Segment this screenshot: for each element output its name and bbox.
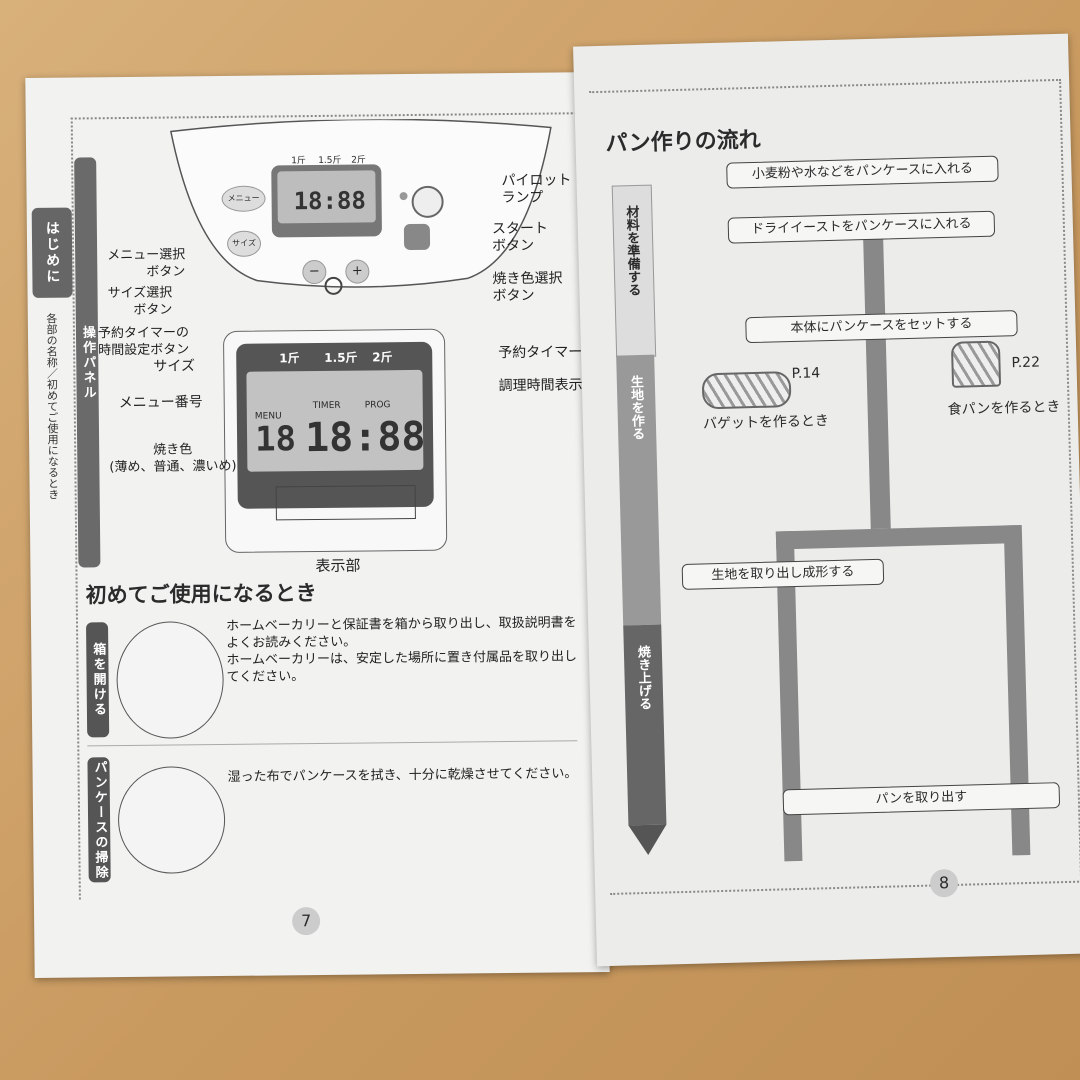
- step1-text: ホームベーカリーと保証書を箱から取り出し、取扱説明書をよくお読みください。 ホー…: [225, 615, 578, 685]
- small-display: 18:88: [271, 164, 382, 238]
- label-pilot-lamp: パイロット ランプ: [501, 172, 572, 207]
- small-size-2: 2斤: [351, 155, 366, 166]
- label-size: サイズ: [153, 358, 196, 375]
- section-tab: はじめに: [31, 207, 73, 298]
- label-start: スタート ボタン: [491, 220, 548, 255]
- bread-label: 食パンを作るとき: [947, 399, 1061, 418]
- baguette-icon: [701, 371, 792, 410]
- label-cook-time: 調理時間表示: [498, 377, 583, 395]
- clean-case-illustration: [117, 765, 226, 875]
- start-button[interactable]: [411, 185, 444, 218]
- label-bake-color-select: 焼き色選択 ボタン: [492, 270, 563, 305]
- small-size-1: 1斤: [291, 156, 306, 167]
- large-size-1: 1斤: [279, 351, 300, 366]
- small-size-15: 1.5斤: [318, 155, 342, 166]
- label-menu-select: メニュー選択 ボタン: [107, 247, 186, 280]
- label-display: 表示部: [315, 556, 361, 576]
- bake-color-button[interactable]: [403, 223, 431, 251]
- phase-arrow-head: [628, 824, 668, 856]
- phase3-label: 焼き上げる: [634, 644, 652, 711]
- step1-tab: 箱を開ける: [86, 622, 110, 738]
- step-shape: 生地を取り出し成形する: [681, 558, 885, 590]
- flow-title: パン作りの流れ: [605, 127, 761, 157]
- phase1-label: 材料を準備する: [623, 204, 641, 297]
- large-time-digits: 18:88: [304, 413, 426, 462]
- step2-tab: パンケースの掃除: [87, 757, 111, 883]
- bread-ref: P.22: [1011, 354, 1041, 372]
- baguette-label: バゲットを作るとき: [702, 413, 830, 433]
- baguette-ref: P.14: [791, 365, 821, 383]
- bake-color-icons: [275, 484, 416, 521]
- pilot-lamp-icon: [399, 192, 408, 201]
- label-reserve-timer: 予約タイマー: [498, 344, 583, 362]
- first-use-title: 初めてご使用になるとき: [85, 581, 317, 608]
- label-size-select: サイズ選択 ボタン: [107, 285, 173, 318]
- label-timer-set: 予約タイマーの 時間設定ボタン: [97, 325, 190, 359]
- open-box-illustration: [116, 620, 225, 740]
- label-bake-color: 焼き色 (薄め、普通、濃いめ): [109, 442, 237, 476]
- minus-button[interactable]: −: [302, 259, 327, 285]
- large-menu-digits: 18: [254, 419, 297, 460]
- panel-tab: 操作パネル: [74, 157, 101, 568]
- large-prog-label: PROG: [364, 400, 391, 411]
- page-number-right: 8: [929, 868, 959, 898]
- large-size-2: 2斤: [372, 350, 393, 365]
- bread-icon: [950, 340, 1002, 388]
- power-icon[interactable]: [324, 276, 343, 295]
- large-timer-label: TIMER: [312, 400, 341, 412]
- section-subtitle: 各部の名称／初めてご使用になるとき: [44, 312, 60, 500]
- large-size-15: 1.5斤: [324, 350, 358, 365]
- right-page: パン作りの流れ 材料を準備する 生地を作る 焼き上げる 小麦粉や水などをパンケー…: [573, 33, 1080, 967]
- display-closeup: 1斤 1.5斤 2斤 MENU TIMER PROG 18 18:88: [222, 328, 448, 553]
- left-page: はじめに 各部の名称／初めてご使用になるとき 操作パネル 18:88 1斤 1.…: [25, 72, 610, 978]
- phase2-label: 生地を作る: [627, 374, 645, 441]
- plus-button[interactable]: +: [345, 259, 370, 284]
- small-display-digits: 18:88: [293, 186, 367, 216]
- label-menu-number: メニュー番号: [118, 394, 203, 412]
- page-number-left: 7: [292, 906, 321, 936]
